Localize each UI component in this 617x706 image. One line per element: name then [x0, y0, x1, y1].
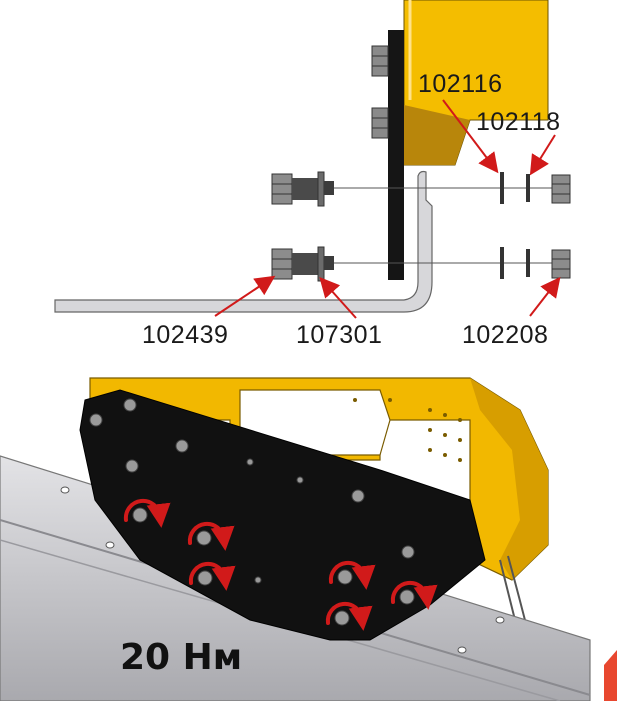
rotation-arrow-icon	[123, 498, 171, 528]
washer-icon	[500, 247, 504, 279]
leader-107301	[319, 277, 357, 319]
rotation-arrow-icon	[390, 580, 438, 610]
washer-icon	[526, 249, 530, 277]
part-number-102116: 102116	[418, 70, 503, 98]
hex-bolt-icon	[271, 246, 334, 282]
plate-bolts	[89, 398, 415, 626]
angle-bracket	[54, 170, 433, 313]
leader-102439	[214, 275, 276, 317]
corner-accent	[604, 650, 617, 701]
nut-icon	[551, 249, 571, 279]
part-number-102208: 102208	[462, 321, 549, 349]
rotation-arrow-icon	[325, 601, 373, 631]
washer-icon	[526, 174, 530, 202]
hex-bolt-icon	[371, 107, 389, 139]
washer-icon	[500, 172, 504, 204]
rotation-arrow-icon	[187, 521, 235, 551]
yellow-bracket-shade	[404, 105, 470, 165]
hex-bolt-icon	[371, 45, 389, 77]
part-number-102439: 102439	[142, 321, 229, 349]
torque-label: 20 Нм	[120, 637, 243, 678]
exploded-view	[54, 0, 571, 319]
rotation-arrow-icon	[328, 560, 376, 590]
leader-102118	[529, 134, 556, 176]
part-number-107301: 107301	[296, 321, 383, 349]
part-number-102118: 102118	[476, 108, 561, 136]
leader-102208	[529, 276, 561, 317]
assembled-view	[0, 377, 617, 702]
black-mount-plate	[79, 389, 486, 641]
rotation-arrow-icon	[188, 561, 236, 591]
nut-icon	[551, 174, 571, 204]
hex-bolt-icon	[271, 171, 334, 207]
black-plate-vertical	[388, 30, 404, 280]
leader-102116	[442, 99, 499, 174]
